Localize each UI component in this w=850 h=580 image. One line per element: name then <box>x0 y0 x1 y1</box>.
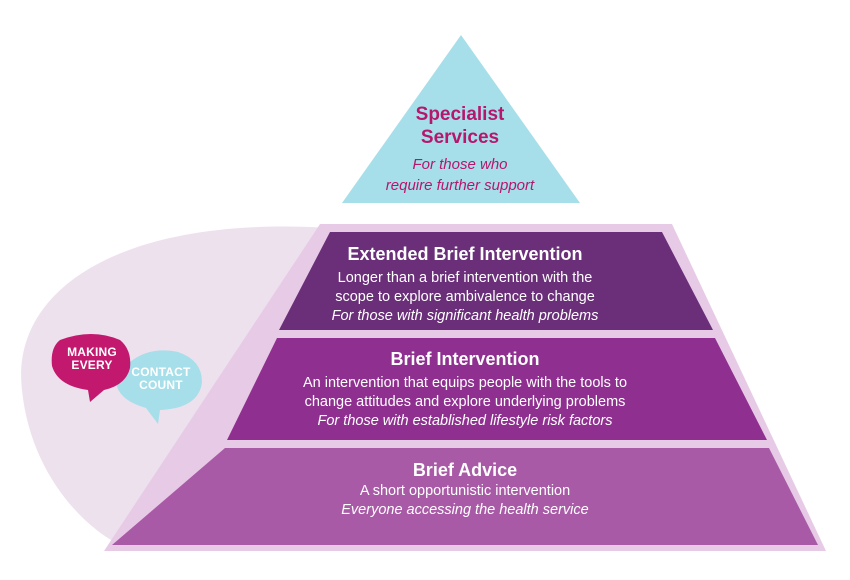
mecc-logo <box>51 334 202 424</box>
tier-description: Longer than a brief intervention with th… <box>337 270 593 286</box>
bubble-word: MAKING <box>67 345 117 359</box>
bubble-pink-text: MAKING EVERY <box>56 346 128 372</box>
tier-description: scope to explore ambivalence to change <box>335 289 595 305</box>
audience-line: require further support <box>385 177 535 194</box>
tier-description: A short opportunistic intervention <box>359 483 571 499</box>
tier-description: change attitudes and explore underlying … <box>304 394 626 410</box>
tier-extended-brief-intervention <box>279 232 713 330</box>
tier-audience: Everyone accessing the health service <box>341 502 589 518</box>
bubble-word: EVERY <box>71 358 113 372</box>
bubble-word: CONTACT <box>131 365 191 379</box>
speech-bubble-pink <box>51 334 131 402</box>
tier-title: Extended Brief Intervention <box>347 244 583 264</box>
audience-line: For those who <box>412 156 508 173</box>
tier-description: An intervention that equips people with … <box>302 375 628 391</box>
bubble-word: COUNT <box>139 378 183 392</box>
specialist-services-title: Specialist Services <box>380 103 540 149</box>
tier-audience: For those with significant health proble… <box>331 308 599 324</box>
speech-bubble-blue <box>116 350 202 424</box>
tier-audience: For those with established lifestyle ris… <box>317 413 613 429</box>
tier-brief-intervention <box>227 338 767 440</box>
bubble-blue-text: CONTACT COUNT <box>124 366 198 392</box>
title-line: Services <box>420 127 500 148</box>
tier-title: Brief Advice <box>412 460 518 480</box>
specialist-services-audience: For those who require further support <box>365 154 555 196</box>
tier-title: Brief Intervention <box>390 349 540 369</box>
tier-specialist-services <box>342 35 580 203</box>
title-line: Specialist <box>415 104 505 125</box>
tier-brief-advice <box>112 448 818 545</box>
